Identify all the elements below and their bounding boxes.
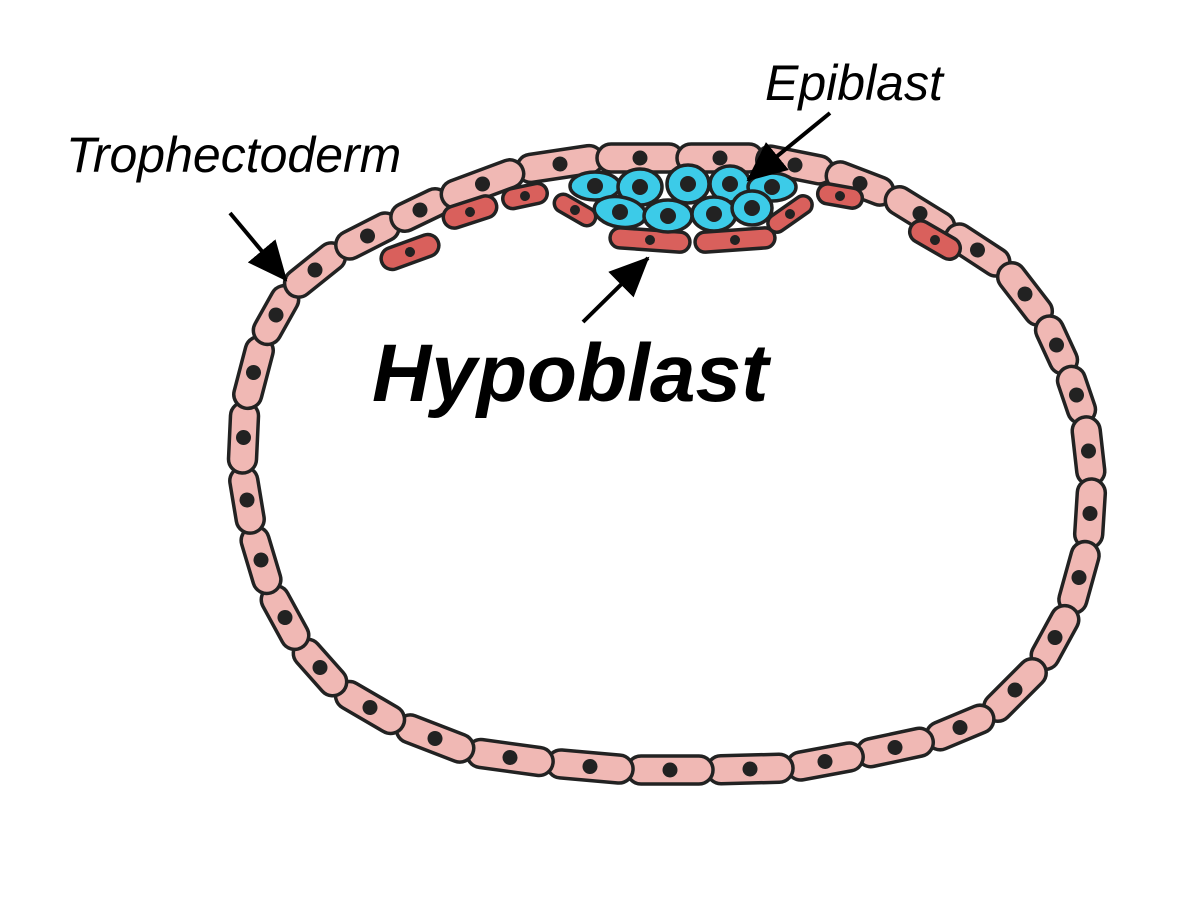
nucleus	[722, 176, 738, 192]
nucleus	[268, 307, 284, 323]
trophectoderm-cell	[334, 211, 401, 261]
nucleus	[239, 492, 255, 508]
nucleus	[970, 242, 985, 258]
nucleus	[1071, 570, 1087, 585]
hypoblast-cell	[907, 219, 963, 261]
nucleus	[706, 206, 722, 222]
trophectoderm-cell	[1070, 415, 1107, 487]
epiblast-cell	[616, 167, 664, 207]
trophectoderm-cell	[282, 241, 348, 299]
nucleus	[632, 150, 648, 166]
trophectoderm-cell	[1072, 477, 1108, 550]
nucleus	[930, 235, 940, 245]
epiblast-cell	[592, 194, 648, 230]
hypoblast-cell	[766, 194, 814, 234]
hypoblast-cell	[552, 192, 598, 228]
nucleus	[680, 176, 696, 192]
nucleus	[952, 720, 968, 735]
trophectoderm-cell	[545, 748, 635, 785]
nucleus	[570, 205, 580, 215]
nucleus	[246, 365, 261, 380]
trophectoderm-cell	[855, 726, 935, 769]
nucleus	[405, 247, 415, 257]
epiblast-cell	[665, 163, 711, 205]
epiblast-arrow	[746, 111, 832, 182]
epiblast-cell	[690, 195, 738, 233]
trophectoderm-label: Trophectoderm	[66, 127, 401, 183]
trophectoderm-cell	[239, 524, 283, 596]
nucleus	[475, 176, 490, 192]
hypoblast-arrow	[581, 256, 650, 324]
epiblast-cells	[568, 163, 798, 234]
trophectoderm-cell	[228, 465, 266, 535]
trophectoderm-cell	[465, 737, 555, 778]
nucleus	[360, 228, 375, 244]
nucleus	[312, 660, 328, 675]
nucleus	[1082, 506, 1098, 521]
nucleus	[277, 610, 293, 625]
nucleus	[712, 150, 728, 166]
nucleus	[1047, 630, 1063, 645]
nucleus	[744, 200, 760, 216]
nucleus	[764, 179, 780, 195]
trophectoderm-cell	[785, 741, 865, 782]
nucleus	[1069, 387, 1084, 403]
nucleus	[520, 191, 530, 201]
nucleus	[582, 759, 598, 774]
trophectoderm-cell	[625, 754, 715, 786]
hypoblast-cell	[608, 226, 692, 254]
nucleus	[785, 209, 795, 219]
nucleus	[236, 430, 251, 445]
nucleus	[362, 700, 378, 715]
hypoblast-cell	[815, 182, 865, 210]
nucleus	[587, 178, 603, 194]
nucleus	[887, 740, 903, 755]
nucleus	[502, 750, 518, 765]
nucleus	[1017, 286, 1033, 302]
hypoblast-label: Hypoblast	[372, 328, 772, 419]
nucleus	[307, 262, 323, 278]
nucleus	[253, 552, 269, 568]
nucleus	[912, 206, 928, 221]
hypoblast-cell	[441, 194, 499, 230]
trophectoderm-cells	[226, 142, 1108, 786]
nucleus	[662, 762, 678, 778]
trophectoderm-cell	[982, 657, 1048, 723]
hypoblast-cell	[693, 226, 777, 254]
epiblast-cell	[642, 198, 694, 234]
nucleus	[552, 156, 568, 172]
epiblast-label: Epiblast	[765, 55, 945, 111]
nucleus	[817, 754, 833, 769]
hypoblast-cell	[379, 232, 441, 272]
nucleus	[1049, 337, 1064, 353]
nucleus	[612, 204, 628, 220]
nucleus	[465, 207, 475, 217]
trophectoderm-cell	[226, 400, 261, 475]
nucleus	[1081, 443, 1096, 459]
trophectoderm-cell	[705, 752, 795, 786]
nucleus	[412, 202, 428, 218]
nucleus	[645, 235, 655, 245]
nucleus	[787, 157, 803, 173]
hypoblast-cells	[379, 181, 963, 272]
nucleus	[660, 208, 676, 224]
nucleus	[835, 191, 845, 201]
nucleus	[427, 731, 443, 746]
trophectoderm-cell	[675, 142, 765, 174]
epiblast-cell	[730, 189, 774, 227]
nucleus	[1007, 682, 1023, 698]
nucleus	[730, 235, 740, 245]
nucleus	[742, 761, 758, 777]
trophectoderm-arrow	[228, 211, 288, 282]
nucleus	[632, 179, 648, 195]
